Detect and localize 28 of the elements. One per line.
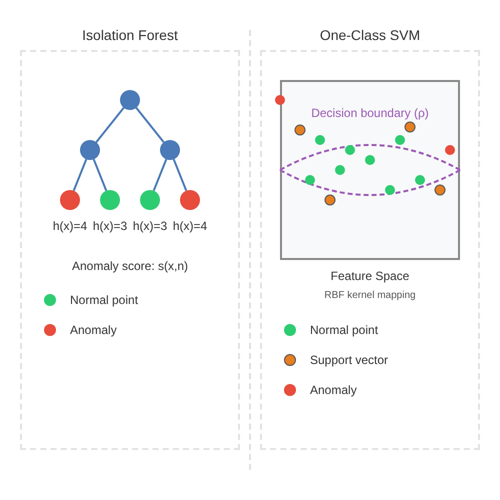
tree-node bbox=[80, 140, 100, 160]
boundary-label: Decision boundary (ρ) bbox=[311, 106, 429, 120]
legend-label: Support vector bbox=[310, 353, 388, 367]
panel-title: Isolation Forest bbox=[81, 26, 179, 44]
branch-line bbox=[172, 158, 188, 192]
score-label: Anomaly score: s(x,n) bbox=[72, 259, 188, 273]
leaf-node bbox=[60, 190, 80, 210]
legend-label: Normal point bbox=[310, 323, 378, 337]
legend-label: Anomaly bbox=[70, 323, 117, 337]
legend-label: Anomaly bbox=[310, 383, 357, 397]
leaf-node bbox=[100, 190, 120, 210]
branch-line bbox=[95, 107, 125, 143]
plot-caption: Feature Space bbox=[330, 269, 410, 283]
panel-title: One-Class SVM bbox=[318, 26, 422, 44]
branch-line bbox=[135, 107, 165, 143]
branch-line bbox=[72, 158, 88, 192]
branch-line bbox=[152, 158, 168, 192]
branch-line bbox=[92, 158, 108, 192]
path-length-label: h(x)=3 bbox=[132, 219, 168, 233]
legend-label: Normal point bbox=[70, 293, 138, 307]
plot-subcaption: RBF kernel mapping bbox=[324, 290, 416, 302]
path-length-label: h(x)=3 bbox=[92, 219, 128, 233]
tree-node bbox=[120, 90, 140, 110]
path-length-label: h(x)=4 bbox=[172, 219, 208, 233]
leaf-node bbox=[140, 190, 160, 210]
tree-node bbox=[160, 140, 180, 160]
path-length-label: h(x)=4 bbox=[52, 219, 88, 233]
leaf-node bbox=[180, 190, 200, 210]
